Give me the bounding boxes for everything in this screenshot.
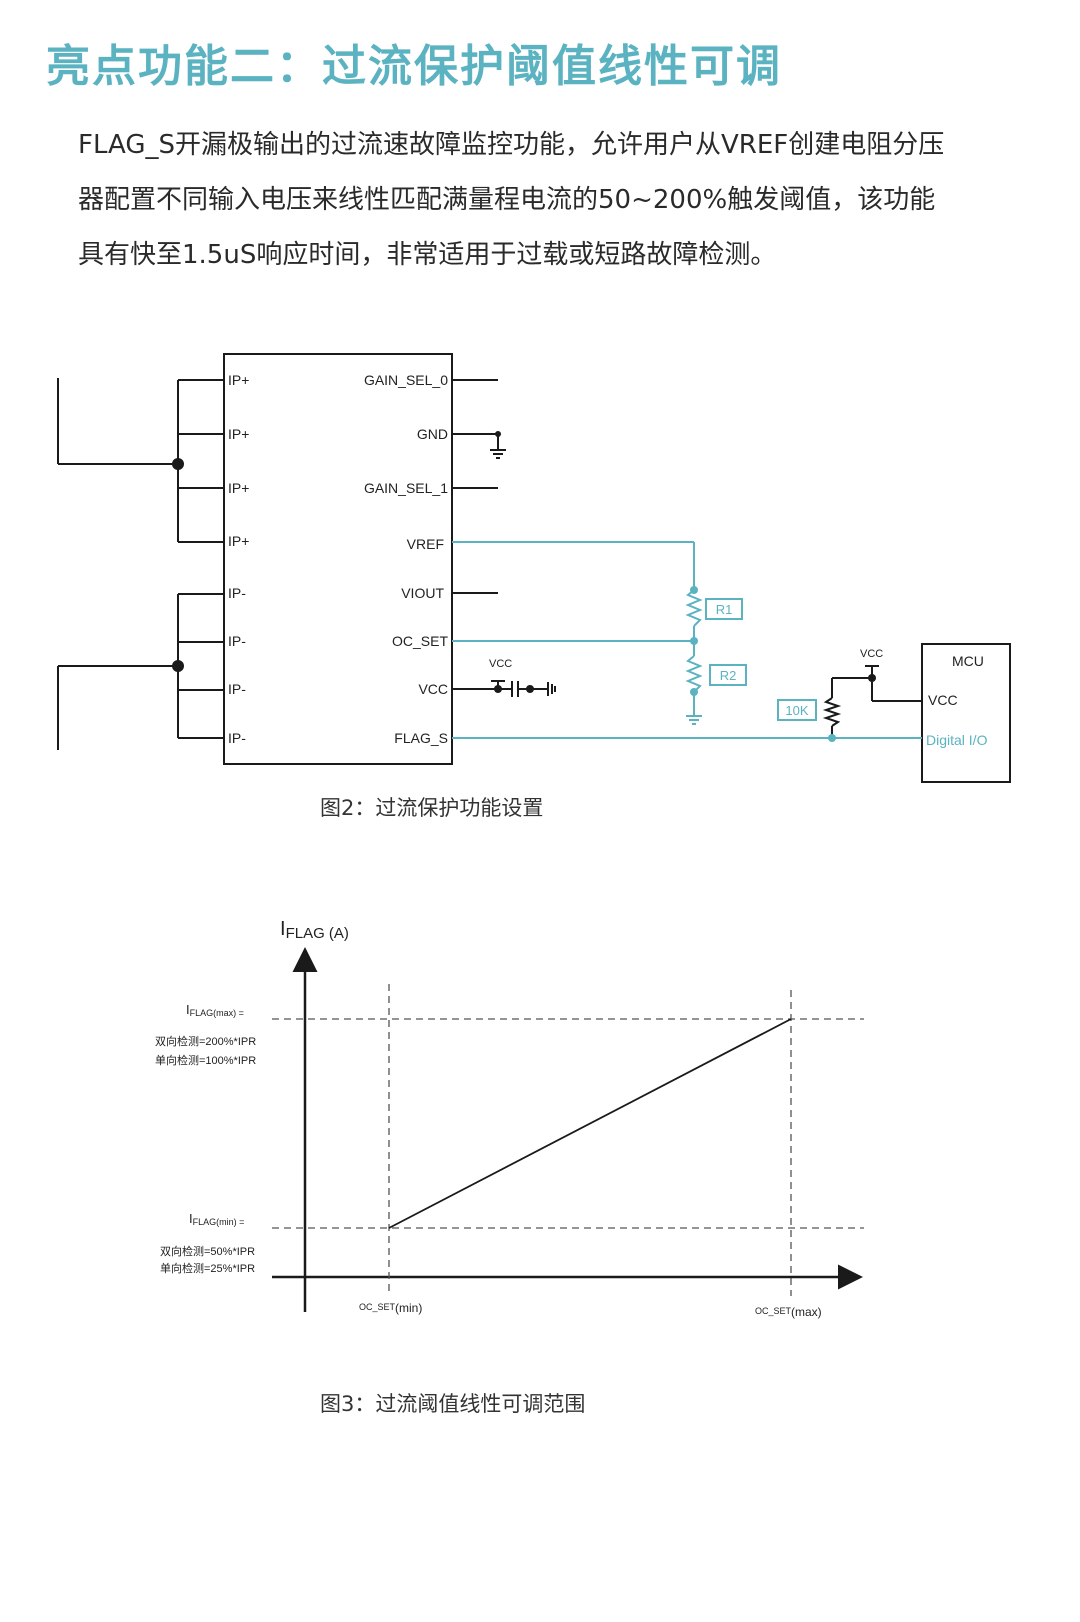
pin-viout: VIOUT bbox=[401, 585, 444, 601]
x-tick-oc-set-max: OC_SET(max) bbox=[755, 1305, 822, 1319]
threshold-series-line bbox=[388, 1018, 792, 1229]
pullup-label: 10K bbox=[785, 703, 808, 718]
min-bidirectional-note: 双向检测=50%*IPR bbox=[160, 1244, 255, 1258]
pin-gain-sel-1: GAIN_SEL_1 bbox=[364, 480, 448, 496]
pin-vref: VREF bbox=[407, 536, 444, 552]
figure2-caption: 图2：过流保护功能设置 bbox=[320, 796, 544, 820]
x-tick-oc-set-min: OC_SET(min) bbox=[359, 1301, 422, 1315]
pin-flag-s: FLAG_S bbox=[394, 730, 448, 746]
page-title: 亮点功能二：过流保护阈值线性可调 bbox=[46, 41, 782, 92]
paragraph-line: 器配置不同输入电压来线性匹配满量程电流的50~200%触发阈值，该功能 bbox=[78, 185, 936, 215]
pullup-resistor bbox=[822, 697, 842, 727]
max-bidirectional-note: 双向检测=200%*IPR bbox=[155, 1034, 256, 1048]
r1-label: R1 bbox=[716, 602, 733, 617]
mcu-digital-io-pin: Digital I/O bbox=[926, 732, 988, 748]
paragraph-line: 具有快至1.5uS响应时间，非常适用于过载或短路故障检测。 bbox=[78, 240, 777, 270]
min-threshold-label: IFLAG(min) = bbox=[189, 1211, 244, 1227]
pin-ip-plus: IP+ bbox=[228, 426, 249, 442]
mcu-vcc-pin: VCC bbox=[928, 692, 958, 708]
max-threshold-label: IFLAG(max) = bbox=[186, 1002, 244, 1018]
paragraph-line: FLAG_S开漏极输出的过流速故障监控功能，允许用户从VREF创建电阻分压 bbox=[78, 130, 945, 160]
r2-label: R2 bbox=[720, 668, 737, 683]
pin-ip-minus: IP- bbox=[228, 730, 246, 746]
overcurrent-circuit-diagram: IP+ IP+ IP+ IP+ IP- IP- IP- IP- GAIN_SEL… bbox=[57, 353, 1011, 783]
pin-gnd: GND bbox=[417, 426, 448, 442]
sensor-ic-body bbox=[223, 353, 453, 765]
pin-oc-set: OC_SET bbox=[392, 633, 448, 649]
figure3-caption: 图3：过流阈值线性可调范围 bbox=[320, 1392, 586, 1416]
r2-resistor bbox=[685, 655, 703, 693]
pin-ip-plus: IP+ bbox=[228, 533, 249, 549]
vcc-supply-label: VCC bbox=[489, 658, 512, 670]
pin-ip-minus: IP- bbox=[228, 681, 246, 697]
mcu-title: MCU bbox=[952, 653, 984, 669]
mcu-vcc-supply-label: VCC bbox=[860, 648, 883, 660]
pin-gain-sel-0: GAIN_SEL_0 bbox=[364, 372, 448, 388]
mcu-block bbox=[921, 643, 1011, 783]
pin-ip-minus: IP- bbox=[228, 633, 246, 649]
max-unidirectional-note: 单向检测=100%*IPR bbox=[155, 1053, 256, 1067]
pin-ip-minus: IP- bbox=[228, 585, 246, 601]
description-paragraph: FLAG_S开漏极输出的过流速故障监控功能，允许用户从VREF创建电阻分压 器配… bbox=[78, 118, 1018, 283]
pin-ip-plus: IP+ bbox=[228, 372, 249, 388]
r1-resistor bbox=[685, 589, 703, 627]
left-pin-labels: IP+ IP+ IP+ IP+ IP- IP- IP- IP- bbox=[228, 372, 249, 746]
right-pin-labels: GAIN_SEL_0 GND GAIN_SEL_1 VREF VIOUT OC_… bbox=[364, 372, 449, 746]
min-unidirectional-note: 单向检测=25%*IPR bbox=[160, 1261, 255, 1275]
y-axis-label: IFLAG (A) bbox=[280, 918, 349, 942]
threshold-range-chart: IFLAG (A) IFLAG(max) = 双向检测=200%*IPR 单向检… bbox=[155, 918, 864, 1319]
pin-vcc: VCC bbox=[418, 681, 448, 697]
pin-ip-plus: IP+ bbox=[228, 480, 249, 496]
